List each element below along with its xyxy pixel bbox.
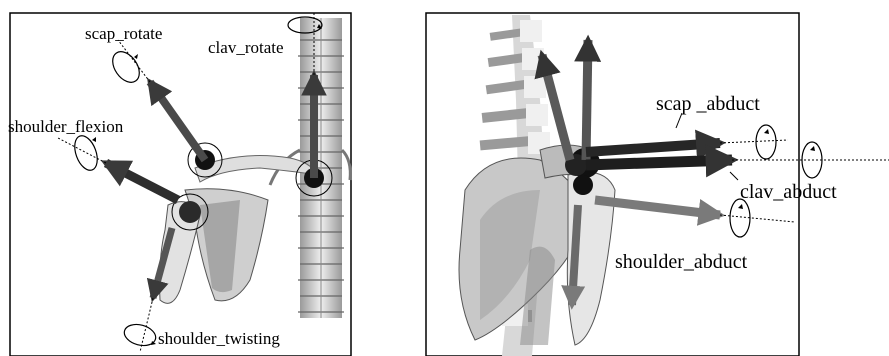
- label-scap-abduct: scap _abduct: [656, 93, 760, 115]
- arrow-clav-abduct: [586, 160, 732, 165]
- right-panel: scap _abduct clav_abduct shoulder_abduct: [420, 0, 889, 356]
- label-clav-abduct: clav_abduct: [740, 181, 837, 203]
- label-shoulder-abduct: shoulder_abduct: [615, 251, 748, 273]
- label-shoulder-twisting: shoulder_twisting: [158, 329, 280, 348]
- label-shoulder-flexion: shoulder_flexion: [8, 117, 124, 136]
- joint-shoulder: [573, 175, 593, 195]
- arrow-scap-up: [586, 40, 588, 160]
- label-scap-rotate: scap_rotate: [85, 24, 162, 43]
- label-clav-rotate: clav_rotate: [208, 38, 284, 57]
- left-panel: scap_rotate clav_rotate shoulder_flexion…: [0, 0, 360, 356]
